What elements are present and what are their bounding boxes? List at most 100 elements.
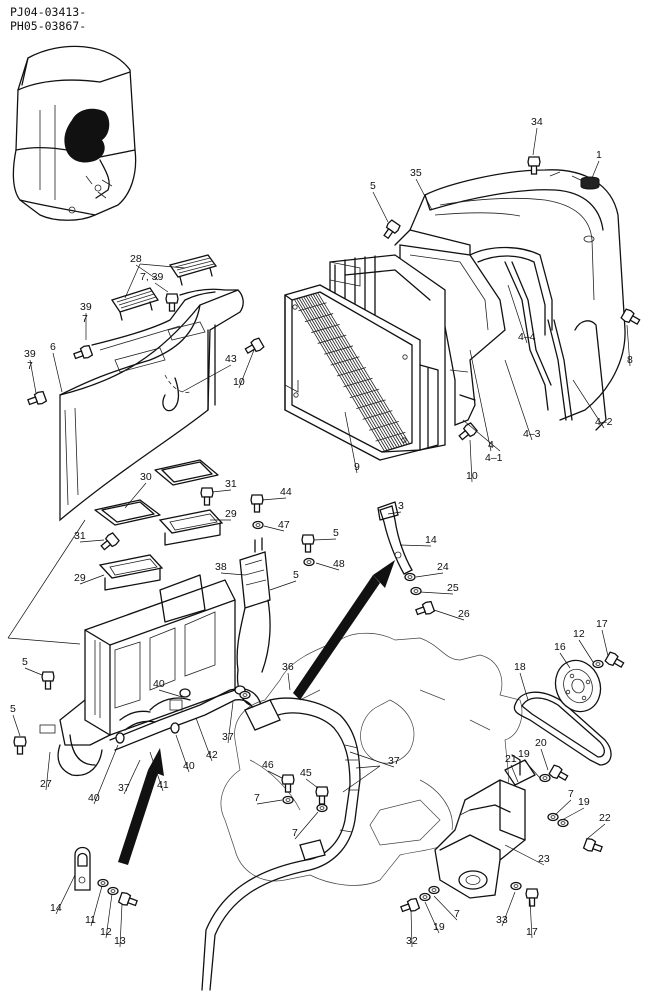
callout-41: 41 <box>157 779 169 791</box>
callout-48: 48 <box>333 558 345 570</box>
washer <box>428 885 440 895</box>
bolt <box>100 532 120 551</box>
leader-line <box>315 562 340 571</box>
bolt <box>620 308 641 326</box>
callout-6: 6 <box>50 341 56 353</box>
drive-belt-18 <box>513 691 612 766</box>
leader-line <box>433 895 458 921</box>
callout-46: 46 <box>262 759 274 771</box>
leader-line <box>175 734 190 773</box>
callout-4: 4 <box>488 439 494 451</box>
leader-line <box>79 574 105 585</box>
washer <box>97 878 109 888</box>
hose-bracket-14-upper <box>377 501 413 575</box>
leader-line <box>601 629 609 657</box>
callout-37c: 37 <box>388 755 400 767</box>
callout-40c: 40 <box>88 792 100 804</box>
callout-7c: 7 <box>254 792 260 804</box>
callout-31a: 31 <box>225 478 237 490</box>
radiator-cap <box>580 176 600 190</box>
callout-26: 26 <box>458 608 470 620</box>
callout-7b: 7 <box>27 360 33 372</box>
leader-line <box>79 539 105 543</box>
callout-3: 3 <box>398 500 404 512</box>
seal-strips-4 <box>469 246 607 431</box>
callout-17b: 17 <box>526 926 538 938</box>
bolt <box>244 337 265 355</box>
bolt <box>301 534 315 553</box>
leader-line <box>287 672 291 691</box>
callout-28: 28 <box>130 253 142 265</box>
bolt <box>73 344 94 360</box>
leader-line <box>90 885 103 927</box>
callout-5d: 5 <box>22 656 28 668</box>
leader-line <box>519 672 529 701</box>
callout-40a: 40 <box>153 678 165 690</box>
leader-line <box>419 591 454 595</box>
leader-line <box>424 901 440 934</box>
leader-line <box>387 511 402 515</box>
leader-line <box>12 714 21 737</box>
leader-line <box>591 160 600 179</box>
washer <box>252 520 264 530</box>
leader-line <box>372 191 389 223</box>
heater-unit-body <box>39 574 236 777</box>
leader-line <box>344 411 358 474</box>
callout-35: 35 <box>410 167 422 179</box>
callout-21: 21 <box>505 753 517 765</box>
leader-line <box>52 352 63 393</box>
leader-line <box>55 874 76 915</box>
callout-5e: 5 <box>10 703 16 715</box>
radiator-mesh-screen <box>284 284 439 461</box>
callout-7d: 7 <box>292 827 298 839</box>
bolt <box>525 888 539 907</box>
leader-line <box>267 770 283 779</box>
leader-line <box>561 807 585 821</box>
cab-duct-panel-6 <box>59 288 244 522</box>
callout-7_39a: 7, 39 <box>140 271 164 283</box>
leader-line <box>578 639 594 663</box>
callout-7e: 7 <box>568 788 574 800</box>
callout-5b: 5 <box>333 527 339 539</box>
washer <box>282 795 294 805</box>
duct-seals-30 <box>94 459 219 526</box>
leader-line <box>220 572 246 576</box>
leader-line <box>263 525 285 532</box>
bolt <box>250 494 264 513</box>
bolt <box>200 487 214 506</box>
leader-line <box>93 744 119 805</box>
washer <box>107 886 119 896</box>
leader-line <box>510 764 519 783</box>
leader-line <box>410 909 413 948</box>
callout-9: 9 <box>354 461 360 473</box>
leader-line <box>261 497 287 501</box>
callout-1: 1 <box>596 149 602 161</box>
bolt <box>527 156 541 175</box>
leader-line <box>305 778 319 789</box>
callout-39b: 39 <box>24 348 36 360</box>
leader-line <box>105 893 113 939</box>
leader-line <box>507 284 528 344</box>
callout-4_4: 4–4 <box>518 331 536 343</box>
leader-line <box>135 264 159 281</box>
leader-line <box>504 359 533 441</box>
leader-line <box>349 751 395 768</box>
callout-19b: 19 <box>578 796 590 808</box>
callout-14b: 14 <box>50 902 62 914</box>
callout-47: 47 <box>278 519 290 531</box>
leader-line <box>313 538 337 541</box>
washer <box>410 586 422 596</box>
water-valve-38 <box>236 537 271 706</box>
callout-17a: 17 <box>596 618 608 630</box>
washer <box>303 557 315 567</box>
washer <box>592 659 604 669</box>
callout-16: 16 <box>554 641 566 653</box>
callout-7a: 7 <box>82 313 88 325</box>
leader-line <box>149 751 164 792</box>
callout-37b: 37 <box>118 782 130 794</box>
pointer-arrows <box>118 560 395 865</box>
leader-line <box>559 652 571 669</box>
callout-42: 42 <box>206 749 218 761</box>
leader-line <box>415 178 433 211</box>
leader-line <box>269 580 297 591</box>
